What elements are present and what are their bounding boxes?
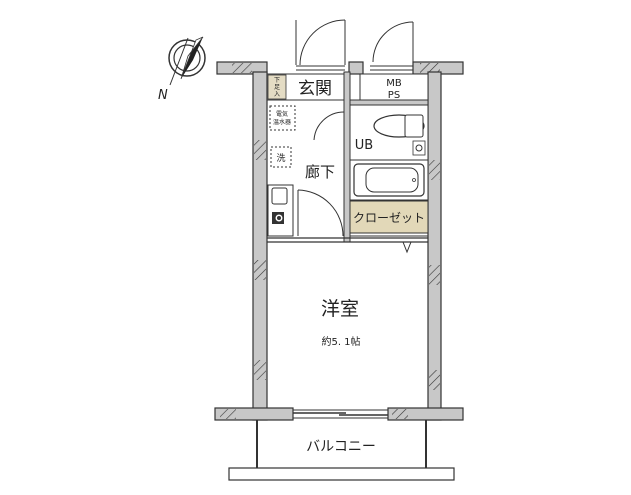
balcony-label: バルコニー <box>306 439 376 455</box>
shoe-storage <box>267 74 287 100</box>
western-room-size: 約5. 1帖 <box>321 335 360 348</box>
water-heater-label-1: 電気 <box>276 110 288 118</box>
sink-icon <box>271 187 288 205</box>
shoe-storage-label-2: 足 <box>274 84 280 91</box>
mbps-door <box>370 21 414 71</box>
water-heater-label-2: 温水器 <box>273 118 291 126</box>
washer-label: 洗 <box>276 152 285 164</box>
unit-bath-label: UB <box>355 138 373 153</box>
corridor-label: 廊下 <box>305 163 335 181</box>
compass-icon: N <box>158 36 206 103</box>
toilet-icon <box>373 114 425 138</box>
exterior-wall-right <box>427 71 442 421</box>
exterior-wall-left <box>252 71 268 421</box>
closet-label: クローゼット <box>353 211 425 225</box>
ps-label: PS <box>388 90 400 101</box>
kitchen <box>267 184 294 237</box>
water-heater: 電気 温水器 <box>269 105 296 131</box>
genkan-label: 玄関 <box>298 79 332 99</box>
washer-space: 洗 <box>270 146 292 168</box>
genkan: 下 足 入 玄関 <box>266 73 345 101</box>
mb-label: MB <box>386 78 402 89</box>
bathtub-icon <box>353 163 425 197</box>
shoe-storage-label-1: 下 <box>274 77 280 84</box>
exterior-wall-bottom <box>214 407 464 421</box>
unit-bath: UB <box>349 104 429 201</box>
western-room: 洋室 約5. 1帖 <box>321 298 361 348</box>
closet: クローゼット <box>349 200 429 254</box>
compass-north-label: N <box>158 88 168 103</box>
balcony: バルコニー <box>228 420 455 481</box>
shoe-storage-label-3: 入 <box>274 91 280 98</box>
corridor: 廊下 <box>297 111 345 237</box>
entry-door <box>295 19 346 71</box>
western-room-label: 洋室 <box>321 298 359 320</box>
mb-ps-closet: MB PS <box>359 73 429 101</box>
